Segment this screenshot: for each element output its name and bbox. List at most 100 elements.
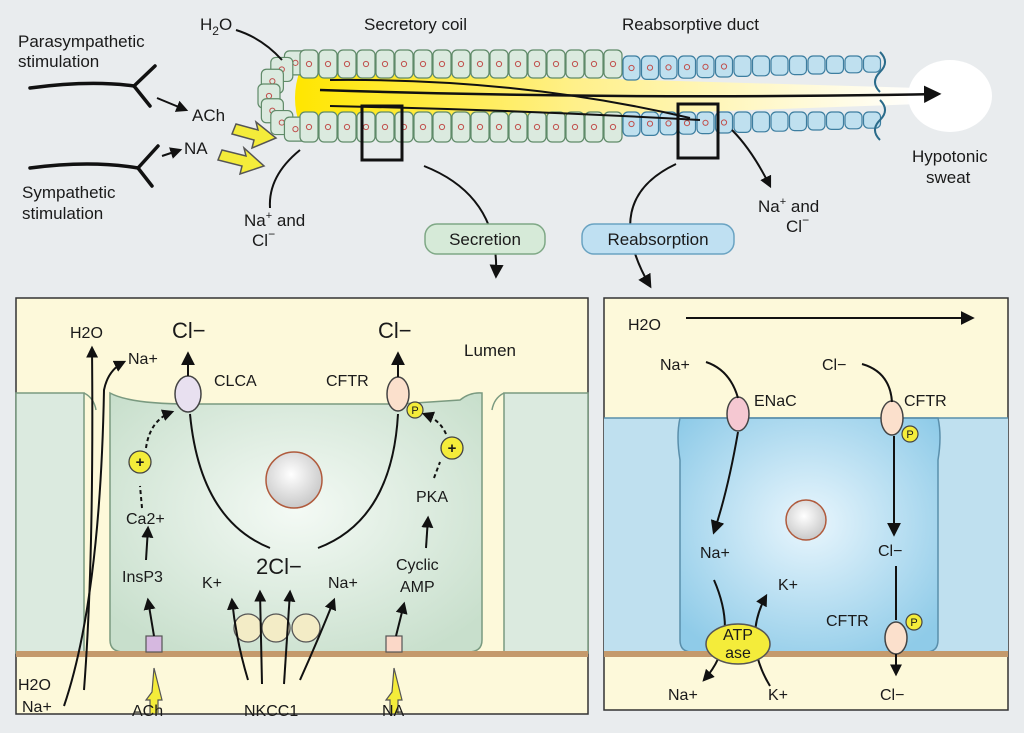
- insp3-label: InsP3: [122, 569, 163, 586]
- cell-nucleus-dot: [438, 123, 446, 131]
- lumen-label: Lumen: [464, 341, 516, 360]
- cell-nucleus-dot: [305, 123, 313, 131]
- cell-nucleus-dot: [381, 123, 389, 131]
- cell-nucleus-dot: [381, 60, 389, 68]
- two-cl-label: 2Cl−: [256, 554, 302, 579]
- tube-cell: [432, 111, 452, 143]
- cell-nucleus-dot: [683, 64, 691, 71]
- k-duct-out-label: K+: [768, 687, 788, 704]
- h2o-lumen-label: H2O: [70, 325, 103, 342]
- tube-cell: [751, 111, 771, 133]
- na-nkcc-label: Na+: [328, 575, 358, 592]
- calcium-label: Ca2+: [126, 511, 165, 528]
- reabsorption-badge: Reabsorption: [581, 223, 735, 255]
- ach-label: ACh: [192, 106, 225, 125]
- cell-nucleus-dot: [419, 60, 427, 68]
- cell-nucleus-dot: [419, 123, 427, 131]
- tube-cell: [470, 111, 490, 143]
- cell-nucleus-dot: [683, 120, 691, 127]
- tube-cell: [451, 111, 471, 143]
- cftr-label: CFTR: [326, 373, 369, 390]
- cell-nucleus-dot: [400, 60, 408, 68]
- tube-cell: [677, 55, 697, 79]
- cell-nucleus-dot: [476, 60, 484, 68]
- duct-basal-membrane: [604, 651, 1008, 657]
- tube-cell: [546, 49, 566, 79]
- tube-cell: [696, 111, 715, 135]
- tube-cell: [640, 55, 660, 80]
- reabsorption-zoom-box: [676, 102, 720, 160]
- cell-nucleus-dot: [665, 120, 672, 127]
- svg-text:P: P: [910, 617, 917, 629]
- na-basal-label: NA: [382, 703, 405, 720]
- k-nkcc-label: K+: [202, 575, 222, 592]
- tube-cell: [318, 111, 338, 143]
- cell-nucleus-dot: [495, 60, 503, 68]
- upper-cell-row: [299, 49, 882, 81]
- ach-receptor: [145, 635, 163, 653]
- tube-cell: [299, 111, 319, 143]
- tube-cell: [770, 111, 789, 132]
- tube-cell: [696, 55, 715, 79]
- na-receptor: [385, 635, 403, 653]
- cell-nucleus-dot: [571, 60, 579, 68]
- cell-nucleus-dot: [495, 123, 503, 131]
- duct-nucleus: [785, 499, 827, 541]
- tube-cell: [299, 49, 319, 79]
- svg-text:ATP: ATP: [723, 627, 753, 644]
- tube-cell: [584, 49, 604, 79]
- sweat-droplet: [908, 60, 992, 132]
- cftr-apical-channel: [880, 400, 904, 436]
- na-lumen-label: Na+: [128, 351, 158, 368]
- cell-nucleus-dot: [533, 60, 541, 68]
- tube-cell: [489, 49, 509, 79]
- secretory-basal-membrane: [16, 651, 588, 657]
- enac-channel: [726, 396, 750, 432]
- tube-cell: [807, 111, 826, 131]
- tube-cell: [375, 111, 395, 143]
- cell-nucleus-dot: [590, 123, 598, 131]
- cell-nucleus-dot: [457, 123, 465, 131]
- cftr-apical-label: CFTR: [904, 393, 947, 410]
- tube-cell: [622, 111, 641, 137]
- k-duct-cell-label: K+: [778, 577, 798, 594]
- coil-cap-cells: [257, 50, 308, 142]
- na-label: NA: [184, 139, 208, 158]
- tube-cell: [714, 111, 734, 134]
- cftr-channel: [386, 376, 410, 412]
- tube-cell: [770, 55, 789, 76]
- cell-nucleus-dot: [720, 119, 728, 126]
- secretion-panel: P + + Lumen H2O Na+: [15, 297, 589, 720]
- svg-text:ase: ase: [725, 645, 751, 662]
- cell-nucleus-dot: [646, 120, 654, 127]
- tube-cell: [470, 49, 490, 79]
- gland-tube: [257, 49, 992, 162]
- tube-cell: [788, 111, 808, 132]
- tube-cell: [862, 55, 882, 73]
- svg-text:+: +: [136, 454, 145, 471]
- tube-cell: [733, 111, 752, 133]
- h2o-top-label: H2O: [200, 15, 232, 38]
- tube-cell: [375, 49, 395, 79]
- cftr-basal-channel: [884, 621, 908, 655]
- right-neighbour-cell: [503, 392, 589, 654]
- h2o-interstitial-label: H2O: [18, 677, 51, 694]
- tube-cell: [659, 55, 678, 80]
- tube-cell: [394, 111, 414, 143]
- enac-label: ENaC: [754, 393, 797, 410]
- tube-cell: [508, 111, 528, 143]
- tube-cell: [622, 55, 641, 81]
- tube-cell: [565, 49, 585, 79]
- tube-cell: [714, 55, 734, 78]
- na-duct-out-label: Na+: [668, 687, 698, 704]
- cell-nucleus-dot: [514, 123, 522, 131]
- cell-nucleus-dot: [609, 123, 617, 131]
- parasympathetic-nerve: [28, 64, 157, 108]
- cell-nucleus-dot: [571, 123, 579, 131]
- tube-cell: [413, 49, 433, 79]
- svg-text:P: P: [906, 429, 913, 441]
- cell-nucleus-dot: [552, 123, 560, 131]
- cell-nucleus-dot: [305, 60, 313, 68]
- cell-nucleus-dot: [292, 126, 299, 133]
